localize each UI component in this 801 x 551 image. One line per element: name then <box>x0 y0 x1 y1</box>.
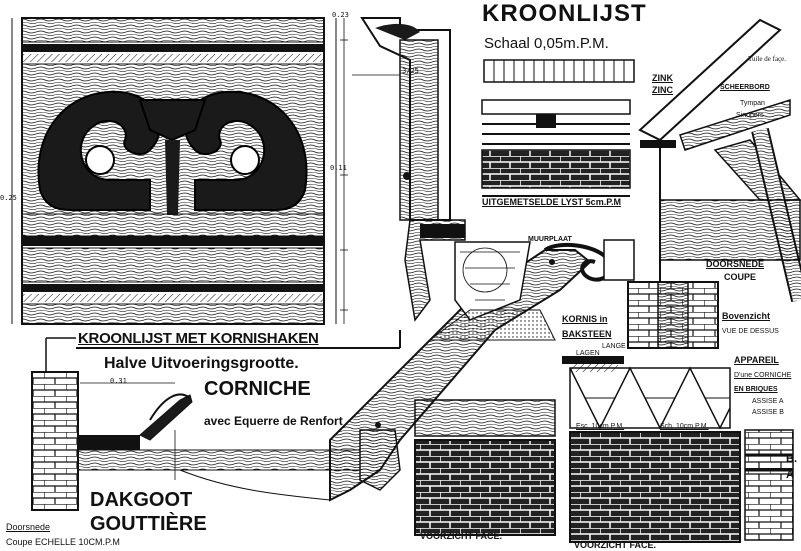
cornice-bracket-section <box>360 17 466 322</box>
label-vooraicht-right: VOORZICHT FACE. <box>574 540 657 550</box>
label-en-briques: EN BRIQUES <box>734 386 778 393</box>
label-bovenzicht: Bovenzicht <box>722 311 771 321</box>
dim-023: 0.23 <box>332 11 349 19</box>
uitgemetselde-elevation <box>481 99 631 197</box>
label-coupe-bottom: Coupe ECHELLE 10CM.P.M <box>6 537 120 547</box>
title-halve: Halve Uitvoeringsgrootte. <box>104 355 299 372</box>
label-uitgemetselde: UITGEMETSELDE LYST 5cm.P.M <box>482 197 622 207</box>
appareil-elevation <box>569 366 794 543</box>
title-dakgoot: DAKGOOT <box>90 489 193 511</box>
label-assise-a: ASSISE A <box>752 398 784 405</box>
title-rules <box>45 330 401 372</box>
dim-025: 0.25 <box>0 194 17 202</box>
scale-label: Schaal 0,05m.P.M. <box>484 35 609 52</box>
label-muurplaat: MUURPLAAT <box>528 236 572 243</box>
label-lange: LANGE <box>602 343 626 350</box>
bovenzicht-plan <box>603 239 719 349</box>
label-b: B. <box>786 453 797 465</box>
label-vue-dessus: VUE DE DESSUS <box>722 328 779 335</box>
label-dune: D'une CORNICHE <box>734 372 792 379</box>
dim-011: 0.11 <box>330 164 347 172</box>
ornament-panel <box>11 17 337 325</box>
label-zinc: ZINC <box>652 85 673 95</box>
dim-031: 0.31 <box>110 377 127 385</box>
label-sinopers: Sinopers <box>736 112 764 119</box>
label-lagen: LAGEN <box>576 350 600 357</box>
dim-cm: 3/25 <box>402 67 419 75</box>
label-doorsnede-bottom: Doorsnede <box>6 522 51 532</box>
label-schoorberd: SCHEERBORD <box>720 84 770 91</box>
label-assise-b: ASSISE B <box>752 409 784 416</box>
title-equerre: avec Equerre de Renfort <box>204 414 343 428</box>
scale-strip <box>483 59 635 83</box>
label-sch-right: Sch. 10cm P.M. <box>660 423 709 430</box>
title-kroonlijst: KROONLIJST <box>482 0 647 27</box>
label-kornis: KORNIS in <box>562 314 608 324</box>
label-baksteen: BAKSTEEN <box>562 329 612 339</box>
label-esc-left: Esc. 10cm P.M. <box>576 423 625 430</box>
label-a: A <box>786 469 794 481</box>
title-gouttiere: GOUTTIÈRE <box>90 513 207 535</box>
gutter-section <box>31 371 401 511</box>
label-tympan: Tympan <box>740 100 765 107</box>
label-appareil: APPAREIL <box>734 355 779 365</box>
dimension-lines <box>80 18 400 480</box>
face-elevation <box>414 309 556 536</box>
label-vooraicht-center: VOORZICHT FACE. <box>420 531 503 541</box>
label-doorsnede-right: DOORSNEDE <box>706 259 765 269</box>
label-coupe-right: COUPE <box>724 272 757 282</box>
label-zink: ZINK <box>652 73 673 83</box>
label-tuile: Tuile de façe. <box>748 55 787 63</box>
roof-section <box>638 18 801 303</box>
title-kornishaken: KROONLIJST MET KORNISHAKEN <box>78 330 319 347</box>
title-corniche: CORNICHE <box>204 378 311 400</box>
